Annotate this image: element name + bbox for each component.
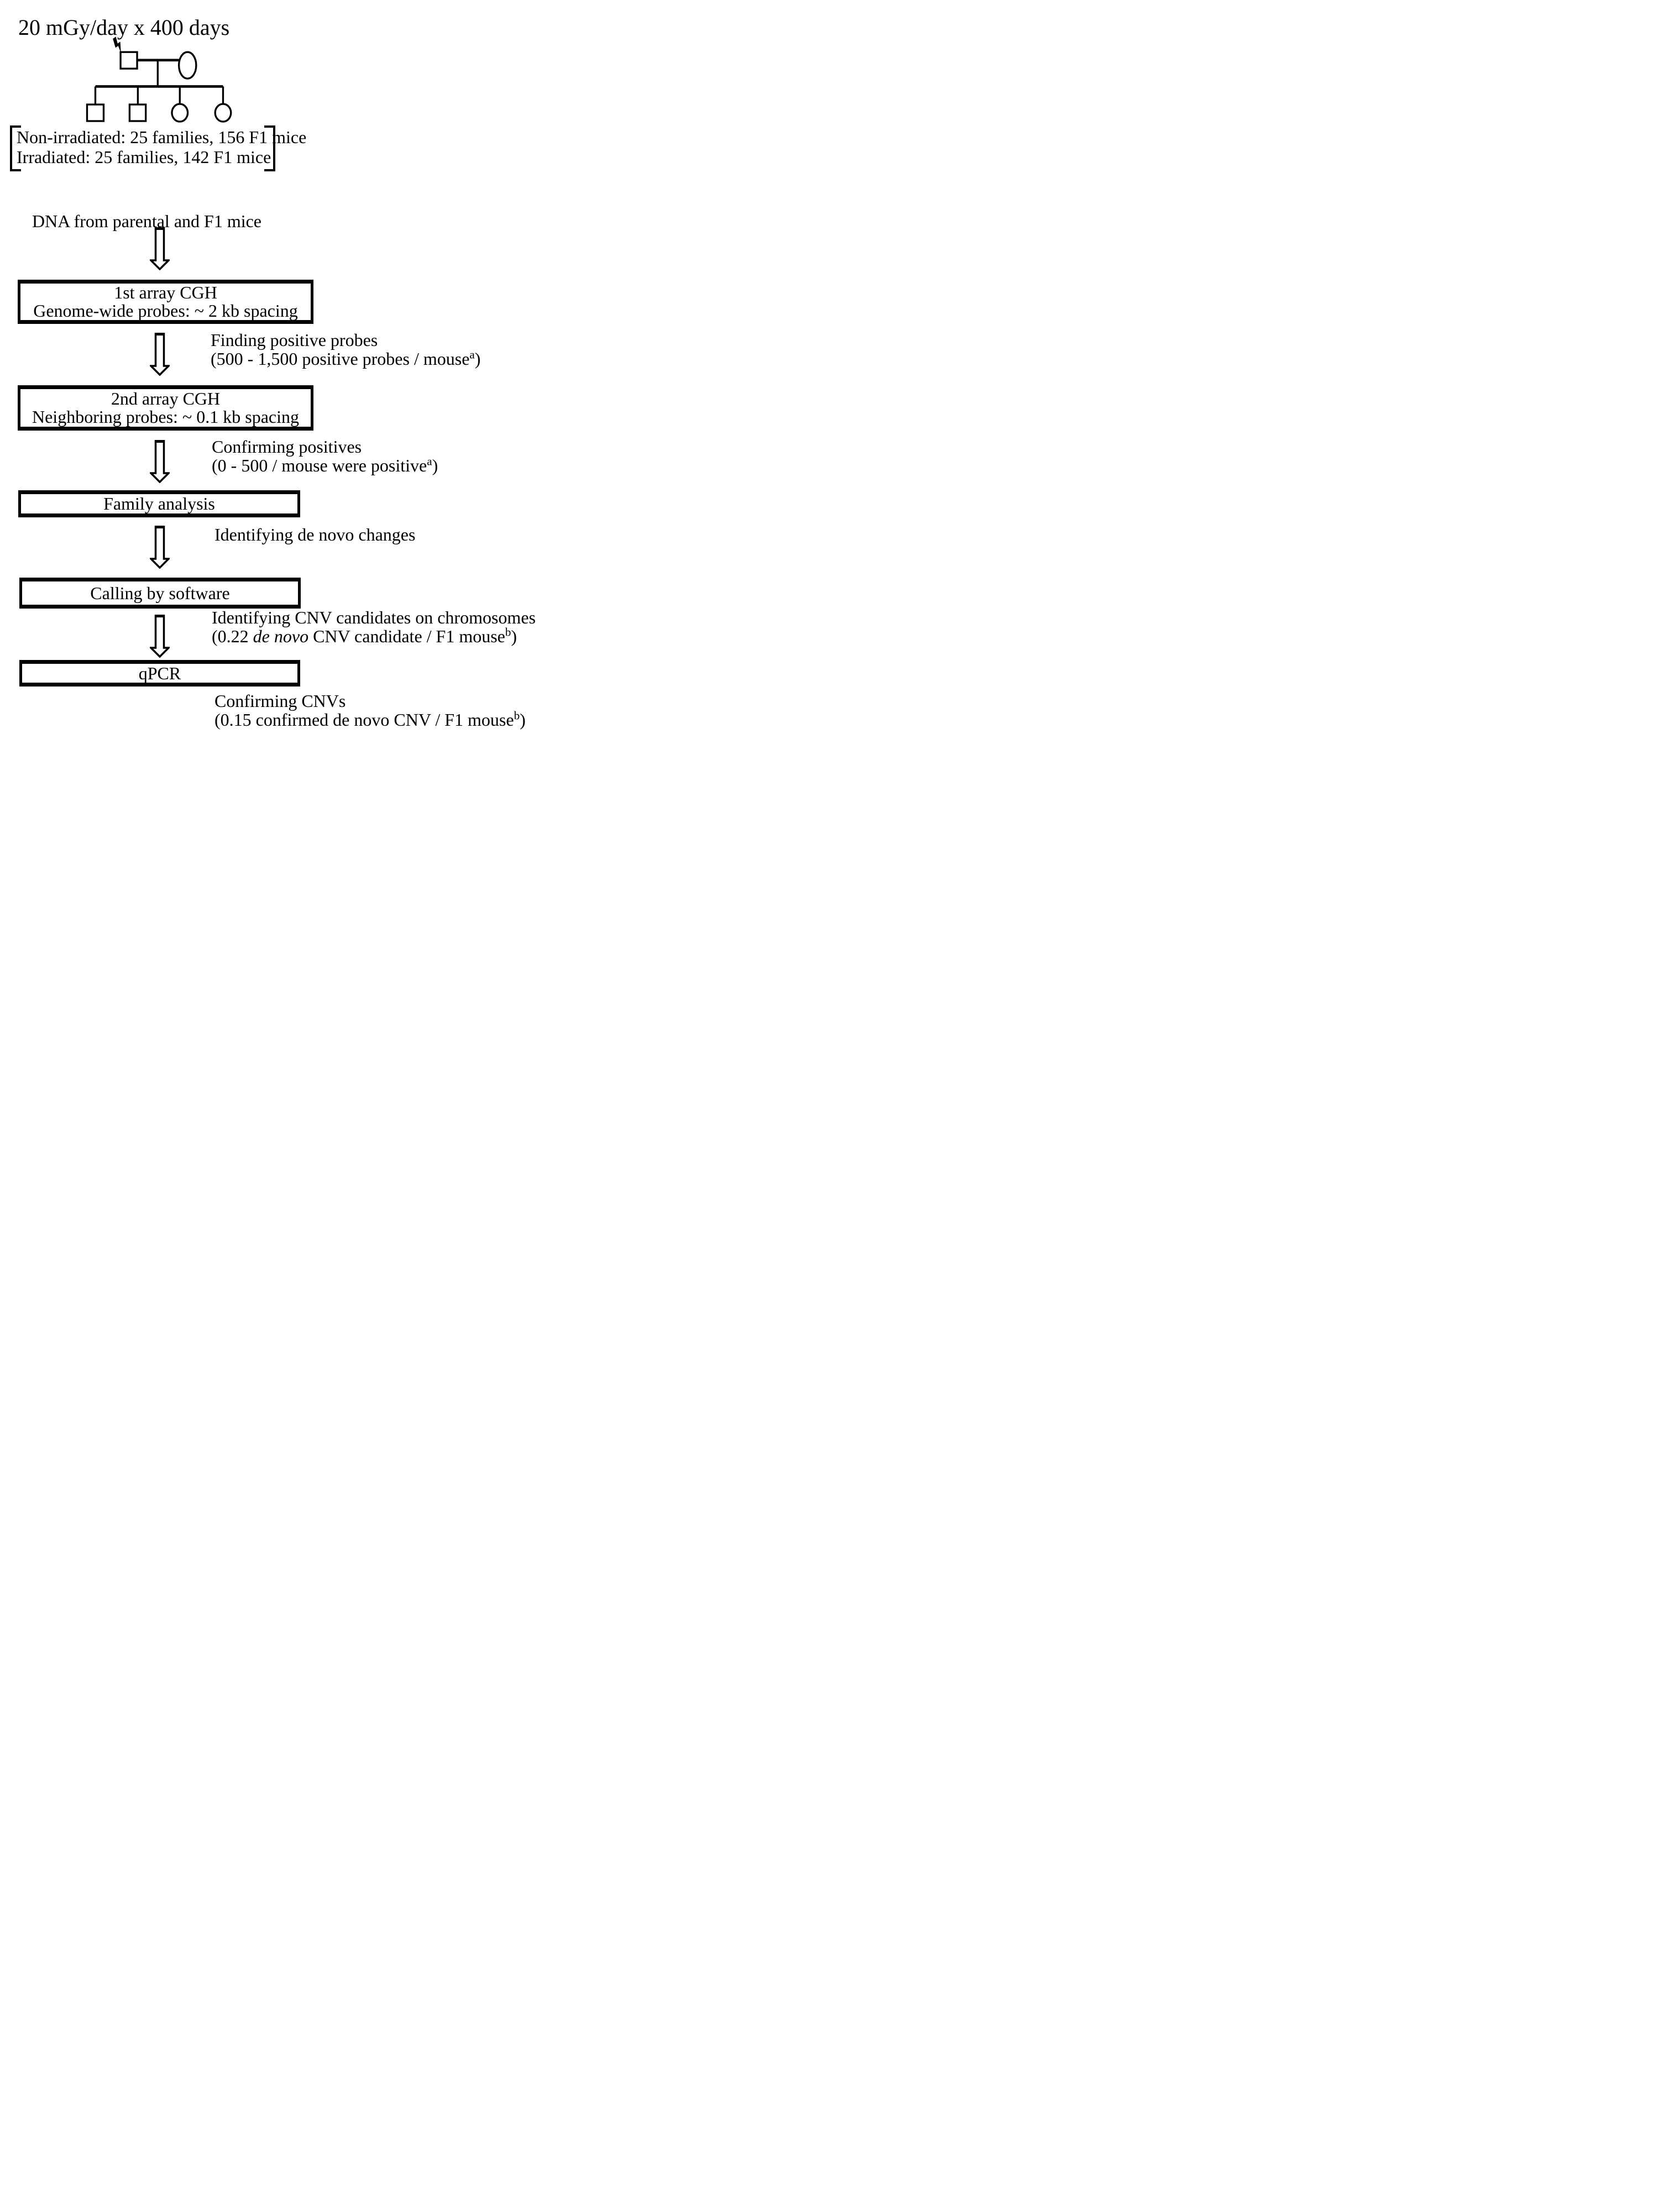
radiation-bolt-icon xyxy=(113,36,121,53)
step-box-1st-array-cgh: 1st array CGH Genome-wide probes: ~ 2 kb… xyxy=(18,280,313,324)
annotation1-line1: Finding positive probes xyxy=(211,330,378,350)
annotation-confirming-cnvs: Confirming CNVs (0.15 confirmed de novo … xyxy=(214,691,526,729)
right-bracket xyxy=(264,125,275,171)
box1-line2: Genome-wide probes: ~ 2 kb spacing xyxy=(33,301,298,321)
de-novo-italic: de novo xyxy=(253,626,309,646)
annotation-finding-positives: Finding positive probes (500 - 1,500 pos… xyxy=(211,331,480,368)
text-part: ) xyxy=(511,626,517,646)
text-part: CNV candidate / F1 mouse xyxy=(308,626,505,646)
text-part: (0.15 confirmed de novo CNV / F1 mouse xyxy=(214,710,514,730)
box3-label: Family analysis xyxy=(103,494,215,513)
down-arrow-2 xyxy=(150,333,170,376)
text-part: (0.22 xyxy=(212,626,253,646)
step-box-qpcr: qPCR xyxy=(19,660,300,686)
step-box-family-analysis: Family analysis xyxy=(18,490,300,517)
mother-circle xyxy=(177,51,197,80)
annotation4-line1: Identifying CNV candidates on chromosome… xyxy=(212,607,536,627)
down-arrow-1 xyxy=(150,227,170,270)
annotation5-line2: (0.15 confirmed de novo CNV / F1 mouseb) xyxy=(214,710,526,729)
father-square xyxy=(119,51,138,70)
text-part: (0 - 500 / mouse were positive xyxy=(212,455,427,475)
cohort-legend: Non-irradiated: 25 families, 156 F1 mice… xyxy=(17,127,307,167)
text-part: ) xyxy=(474,349,481,369)
left-bracket xyxy=(10,125,21,171)
footnote-superscript-b: b xyxy=(505,625,511,639)
dna-source-label: DNA from parental and F1 mice xyxy=(32,211,261,231)
box2-line1: 2nd array CGH xyxy=(111,389,221,408)
pedigree-diagram xyxy=(86,36,232,123)
box4-label: Calling by software xyxy=(90,583,230,603)
footnote-superscript-a: a xyxy=(469,348,475,361)
cohort-legend-line1: Non-irradiated: 25 families, 156 F1 mice xyxy=(17,127,307,147)
text-part: (500 - 1,500 positive probes / mouse xyxy=(211,349,470,369)
figure-canvas: 20 mGy/day x 400 days Non-irradiated: 25… xyxy=(0,0,560,733)
annotation-de-novo-changes: Identifying de novo changes xyxy=(214,525,415,544)
footnote-superscript-a: a xyxy=(427,454,432,468)
daughter2-circle xyxy=(214,103,232,123)
annotation5-line1: Confirming CNVs xyxy=(214,691,346,711)
son1-square xyxy=(86,103,105,122)
text-part: ) xyxy=(432,455,438,475)
annotation-cnv-candidates: Identifying CNV candidates on chromosome… xyxy=(212,608,536,646)
annotation4-line2: (0.22 de novo CNV candidate / F1 mouseb) xyxy=(212,625,536,646)
step-box-2nd-array-cgh: 2nd array CGH Neighboring probes: ~ 0.1 … xyxy=(18,385,313,431)
annotation2-line1: Confirming positives xyxy=(212,437,362,457)
down-arrow-5 xyxy=(150,615,170,658)
text-part: ) xyxy=(520,710,526,730)
annotation1-line2: (500 - 1,500 positive probes / mousea) xyxy=(211,349,480,368)
box2-line2: Neighboring probes: ~ 0.1 kb spacing xyxy=(32,407,299,427)
step-box-calling-by-software: Calling by software xyxy=(19,578,301,609)
down-arrow-3 xyxy=(150,440,170,483)
son2-square xyxy=(128,103,147,122)
down-arrow-4 xyxy=(150,526,170,569)
box5-label: qPCR xyxy=(138,663,181,683)
annotation-confirming-positives: Confirming positives (0 - 500 / mouse we… xyxy=(212,437,438,475)
box1-line1: 1st array CGH xyxy=(114,282,217,302)
annotation2-line2: (0 - 500 / mouse were positivea) xyxy=(212,454,438,475)
annotation3-line1: Identifying de novo changes xyxy=(214,525,416,544)
dose-label: 20 mGy/day x 400 days xyxy=(18,15,230,40)
daughter1-circle xyxy=(171,103,189,123)
cohort-legend-line2: Irradiated: 25 families, 142 F1 mice xyxy=(17,147,271,167)
footnote-superscript-b: b xyxy=(514,709,520,722)
